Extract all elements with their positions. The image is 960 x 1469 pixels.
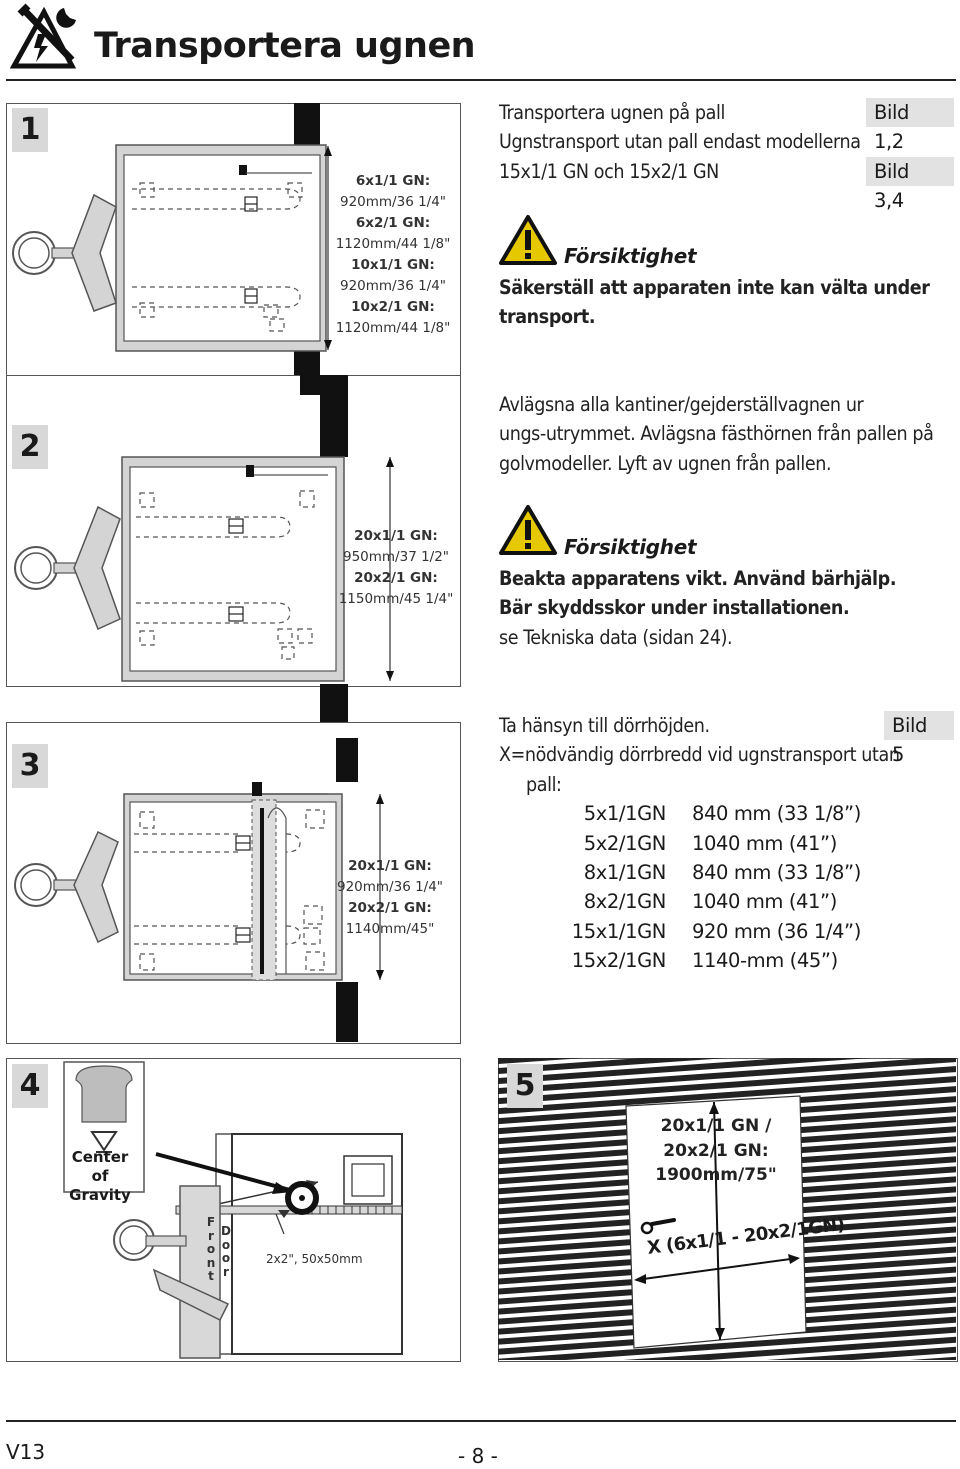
size-cell: 1040 mm (41”): [692, 890, 837, 914]
header-rule: [6, 79, 956, 81]
dim-value: 1120mm/44 1/8": [335, 236, 451, 252]
letter: r: [208, 1228, 214, 1243]
label-line: of Gravity: [69, 1167, 131, 1204]
warning-icon: [499, 505, 557, 555]
door-label: D o o r: [220, 1224, 232, 1279]
text-line: ungs-utrymmet. Avlägsna fästhörnen från …: [499, 422, 934, 446]
model-cell: 15x2/1GN: [571, 949, 667, 973]
page-title: Transportera ugnen: [94, 26, 476, 66]
letter: o: [206, 1242, 216, 1256]
letter: r: [223, 1264, 229, 1279]
text-line: Transportera ugnen på pall: [499, 101, 725, 124]
text-line: Ugnstransport utan pall endast modellern…: [499, 130, 861, 154]
step-number-1: 1: [12, 108, 48, 152]
text-line: Beakta apparatens vikt. Använd bärhjälp.: [499, 567, 897, 590]
letter: o: [221, 1237, 231, 1252]
step-number-2: 2: [12, 425, 48, 469]
door-width-table: 5x1/1GN 840 mm (33 1/8”) 5x2/1GN 1040 mm (…: [540, 799, 862, 975]
text-line: 15x1/1 GN och 15x2/1 GN: [499, 159, 719, 183]
dim-label: 6x1/1 GN:: [355, 173, 431, 189]
dim-value: 920mm/36 1/4": [339, 278, 447, 294]
instructions-3: Ta hänsyn till dörrhöjden. X=nödvändig d…: [499, 711, 959, 799]
table-row: 5x2/1GN 1040 mm (41”): [540, 828, 861, 857]
model-cell: 5x2/1GN: [583, 831, 667, 855]
dim-label: 6x2/1 GN:: [355, 215, 431, 231]
text-line: se Tekniska data (sidan 24).: [499, 625, 733, 649]
beam-label: 2x2", 50x50mm: [266, 1252, 363, 1266]
instructions-2: Avlägsna alla kantiner/gejderställvagnen…: [499, 390, 959, 478]
dimension-list-1: 6x1/1 GN: 920mm/36 1/4" 6x2/1 GN: 1120mm…: [330, 171, 456, 339]
oven-top-view-1: [12, 103, 332, 375]
step-number-3: 3: [12, 744, 48, 788]
table-row: 5x1/1GN 840 mm (33 1/8”): [540, 799, 862, 828]
dim-label: 10x2/1 GN:: [351, 299, 435, 315]
model-cell: 5x1/1GN: [583, 802, 667, 826]
front-label: F r o n t: [205, 1215, 217, 1284]
model-cell: 8x2/1GN: [583, 890, 667, 914]
label-line: 1900mm/75": [655, 1165, 777, 1185]
label-line: Center: [71, 1148, 129, 1166]
dim-label: 20x2/1 GN:: [348, 900, 432, 916]
warning-icon: [499, 215, 557, 265]
text-line: transport.: [499, 305, 596, 329]
door-height-label: 20x1/1 GN / 20x2/1 GN: 1900mm/75": [640, 1114, 792, 1188]
model-cell: 15x1/1GN: [571, 919, 667, 943]
dim-value: 1120mm/44 1/8": [335, 320, 451, 336]
text-line: Avlägsna alla kantiner/gejderställvagnen…: [499, 393, 864, 416]
dim-value: 1140mm/45": [345, 921, 435, 937]
warning-text-1: Säkerställ att apparaten inte kan välta …: [499, 273, 959, 332]
oven-top-view-3: [14, 684, 384, 1042]
step-number-5: 5: [507, 1064, 543, 1108]
dim-label: 20x1/1 GN:: [354, 528, 438, 544]
oven-top-view-2: [14, 375, 394, 682]
footer-rule: [6, 1420, 956, 1422]
text-line: golvmodeller. Lyft av ugnen från pallen.: [499, 451, 832, 475]
dimension-list-3: 20x1/1 GN: 920mm/36 1/4" 20x2/1 GN: 1140…: [334, 856, 446, 940]
letter: o: [221, 1251, 231, 1265]
dim-label: 10x1/1 GN:: [351, 257, 435, 273]
dim-value: 920mm/36 1/4": [339, 194, 447, 210]
dimension-list-2: 20x1/1 GN: 950mm/37 1/2" 20x2/1 GN: 1150…: [336, 526, 456, 610]
size-cell: 1040 mm (41”): [692, 831, 837, 855]
text-line: Bär skyddsskor under installationen.: [499, 596, 850, 620]
text-line: X=nödvändig dörrbredd vid ugnstransport …: [499, 743, 900, 767]
version-label: V13: [6, 1440, 46, 1464]
size-cell: 920 mm (36 1/4”): [692, 919, 861, 943]
label-line: 20x2/1 GN:: [663, 1140, 769, 1161]
label-line: 20x1/1 GN /: [660, 1116, 772, 1136]
figure-reference: Bild 5: [884, 711, 954, 766]
instructions-1: Transportera ugnen på pall Ugnstransport…: [499, 98, 879, 186]
center-of-gravity-diagram: [63, 1061, 403, 1359]
dim-label: 20x2/1 GN:: [354, 570, 438, 586]
table-row: 8x2/1GN 1040 mm (41”): [540, 887, 861, 916]
dim-value: 920mm/36 1/4": [336, 879, 444, 895]
warning-title: Försiktighet: [564, 244, 697, 268]
step-number-4: 4: [12, 1064, 48, 1108]
table-row: 8x1/1GN 840 mm (33 1/8”): [540, 858, 862, 887]
model-cell: 8x1/1GN: [583, 860, 667, 884]
letter: t: [208, 1269, 214, 1283]
text-line: Ta hänsyn till dörrhöjden.: [499, 714, 710, 737]
dim-label: 20x1/1 GN:: [348, 858, 432, 874]
size-cell: 840 mm (33 1/8”): [692, 802, 861, 826]
warning-title: Försiktighet: [564, 535, 697, 559]
table-row: 15x2/1GN 1140-mm (45”): [540, 946, 861, 975]
dim-value: 950mm/37 1/2": [342, 549, 450, 565]
page-number: - 8 -: [458, 1444, 498, 1468]
size-cell: 1140-mm (45”): [692, 949, 838, 973]
text-line: Säkerställ att apparaten inte kan välta …: [499, 276, 930, 299]
dim-value: 1150mm/45 1/4": [338, 591, 454, 607]
warning-text-2: Beakta apparatens vikt. Använd bärhjälp.…: [499, 564, 959, 652]
table-row: 15x1/1GN 920 mm (36 1/4”): [540, 917, 862, 946]
size-cell: 840 mm (33 1/8”): [692, 860, 861, 884]
letter: D: [221, 1224, 231, 1238]
center-of-gravity-label: Center of Gravity: [60, 1148, 140, 1205]
figure-reference: Bild 1,2: [866, 98, 954, 153]
service-tools-icon: [9, 3, 77, 69]
figure-reference: Bild 3,4: [866, 157, 954, 212]
letter: n: [206, 1255, 216, 1270]
letter: F: [206, 1215, 216, 1229]
door-opening-diagram: [498, 1058, 956, 1360]
text-line: pall:: [526, 772, 562, 796]
